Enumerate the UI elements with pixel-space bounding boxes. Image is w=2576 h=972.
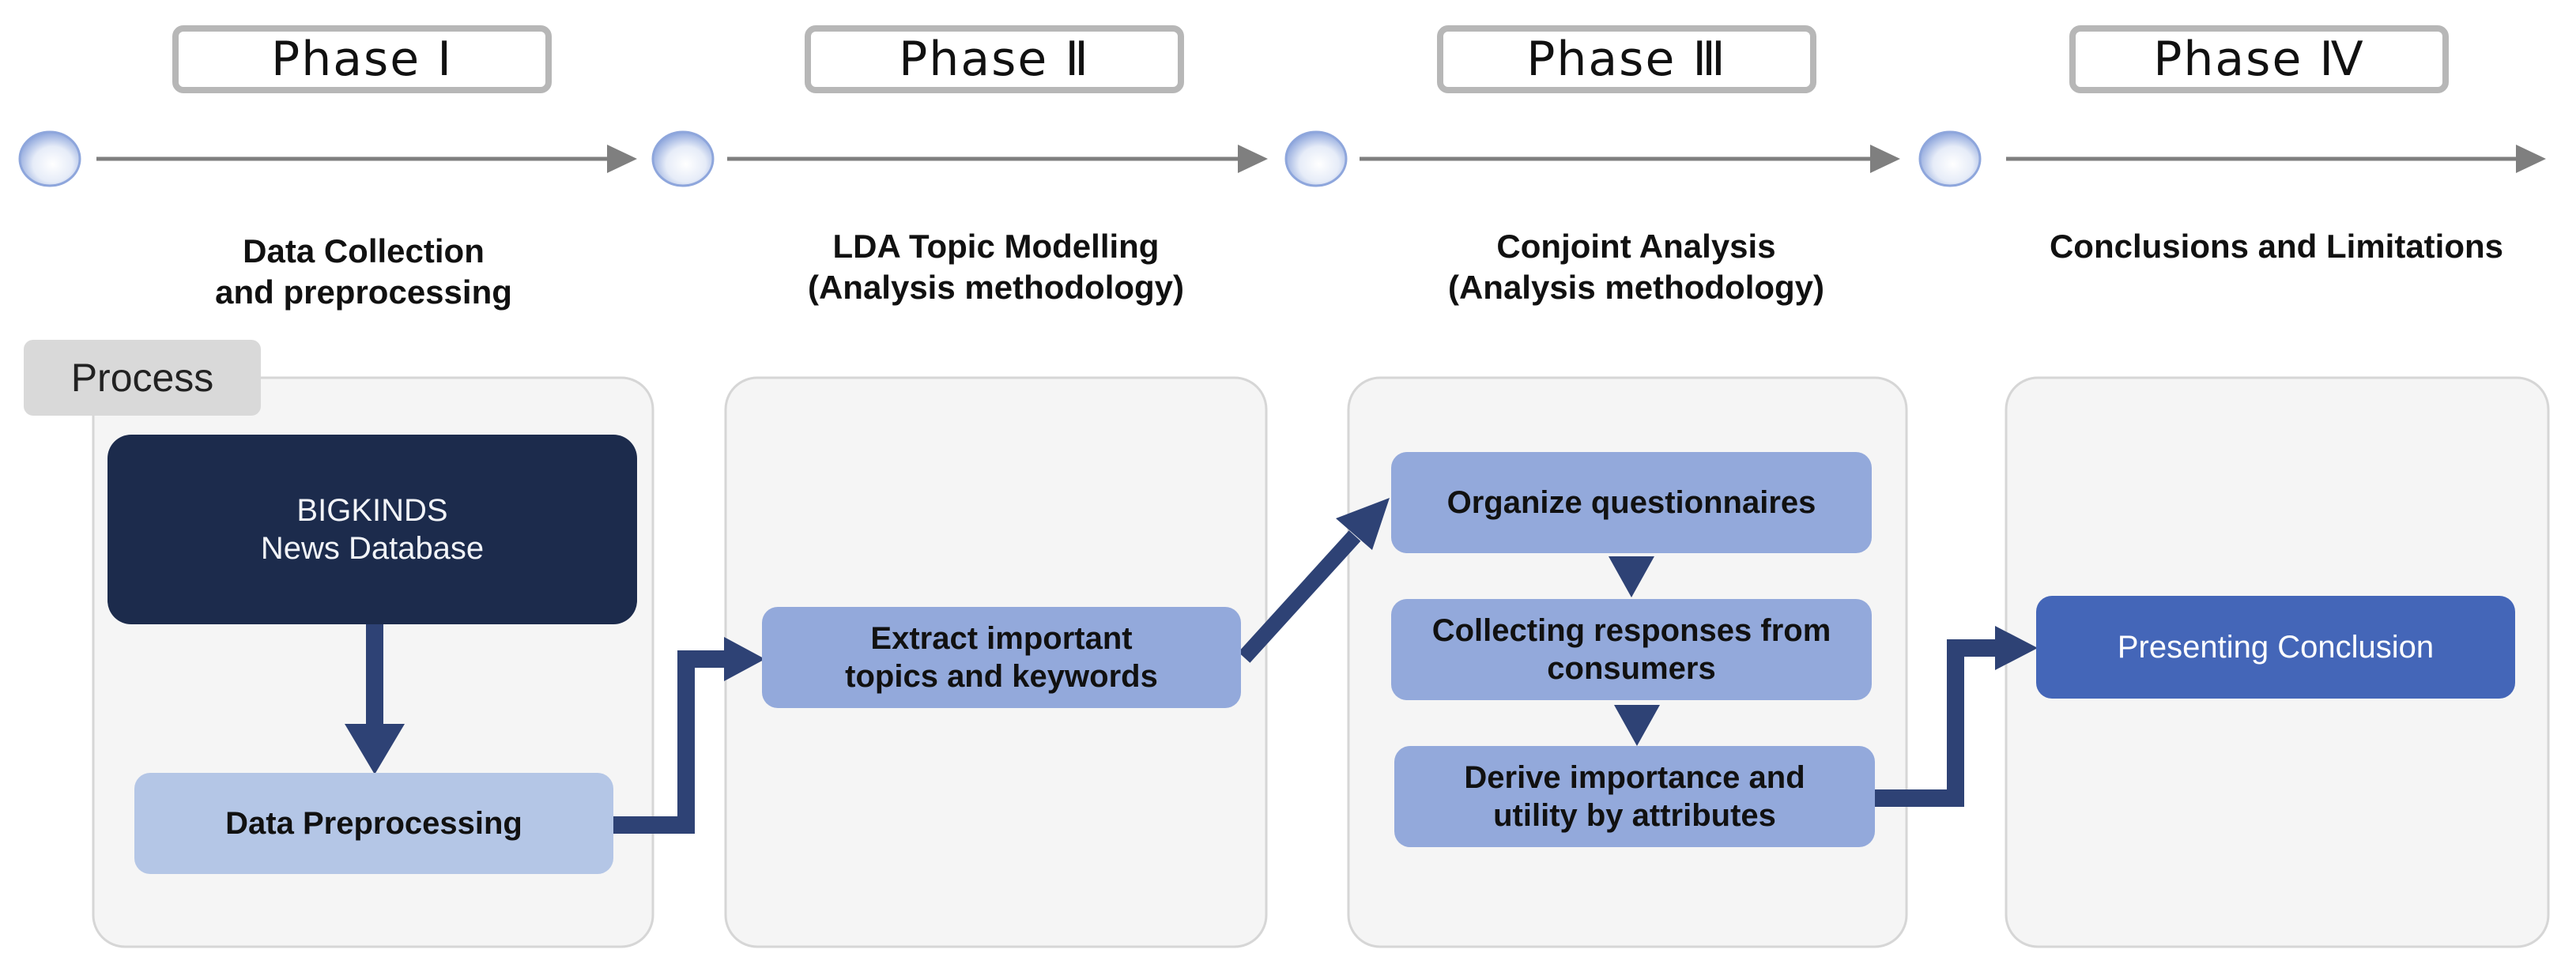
arrow-bigkinds-to-preprocessing [345,624,405,774]
arrow-preprocessing-to-extract [613,637,765,834]
timeline-arrowhead-1 [607,145,637,173]
timeline-segment-3 [1284,130,1900,187]
arrow-organize-to-collecting [1609,556,1654,597]
arrow-extract-to-organize [1238,498,1390,663]
arrow-derive-to-conclusion [1875,626,2038,807]
timeline-node-4 [1918,130,1982,187]
phase-panel-2 [724,376,1268,948]
timeline-node-2 [651,130,715,187]
phase-panels [92,376,2550,948]
timeline-arrowhead-4 [2516,145,2546,173]
timeline-segment-2 [651,130,1268,187]
timeline-segment-4 [1918,130,2546,187]
flow-arrows [345,498,2038,834]
timeline-segment-1 [18,130,637,187]
timeline [18,130,2546,187]
timeline-node-3 [1284,130,1348,187]
timeline-arrowhead-3 [1870,145,1900,173]
phase-panel-3 [1347,376,1908,948]
arrow-collecting-to-derive [1614,705,1660,746]
timeline-node-1 [18,130,81,187]
timeline-arrowhead-2 [1238,145,1268,173]
phase-panel-4 [2005,376,2550,948]
